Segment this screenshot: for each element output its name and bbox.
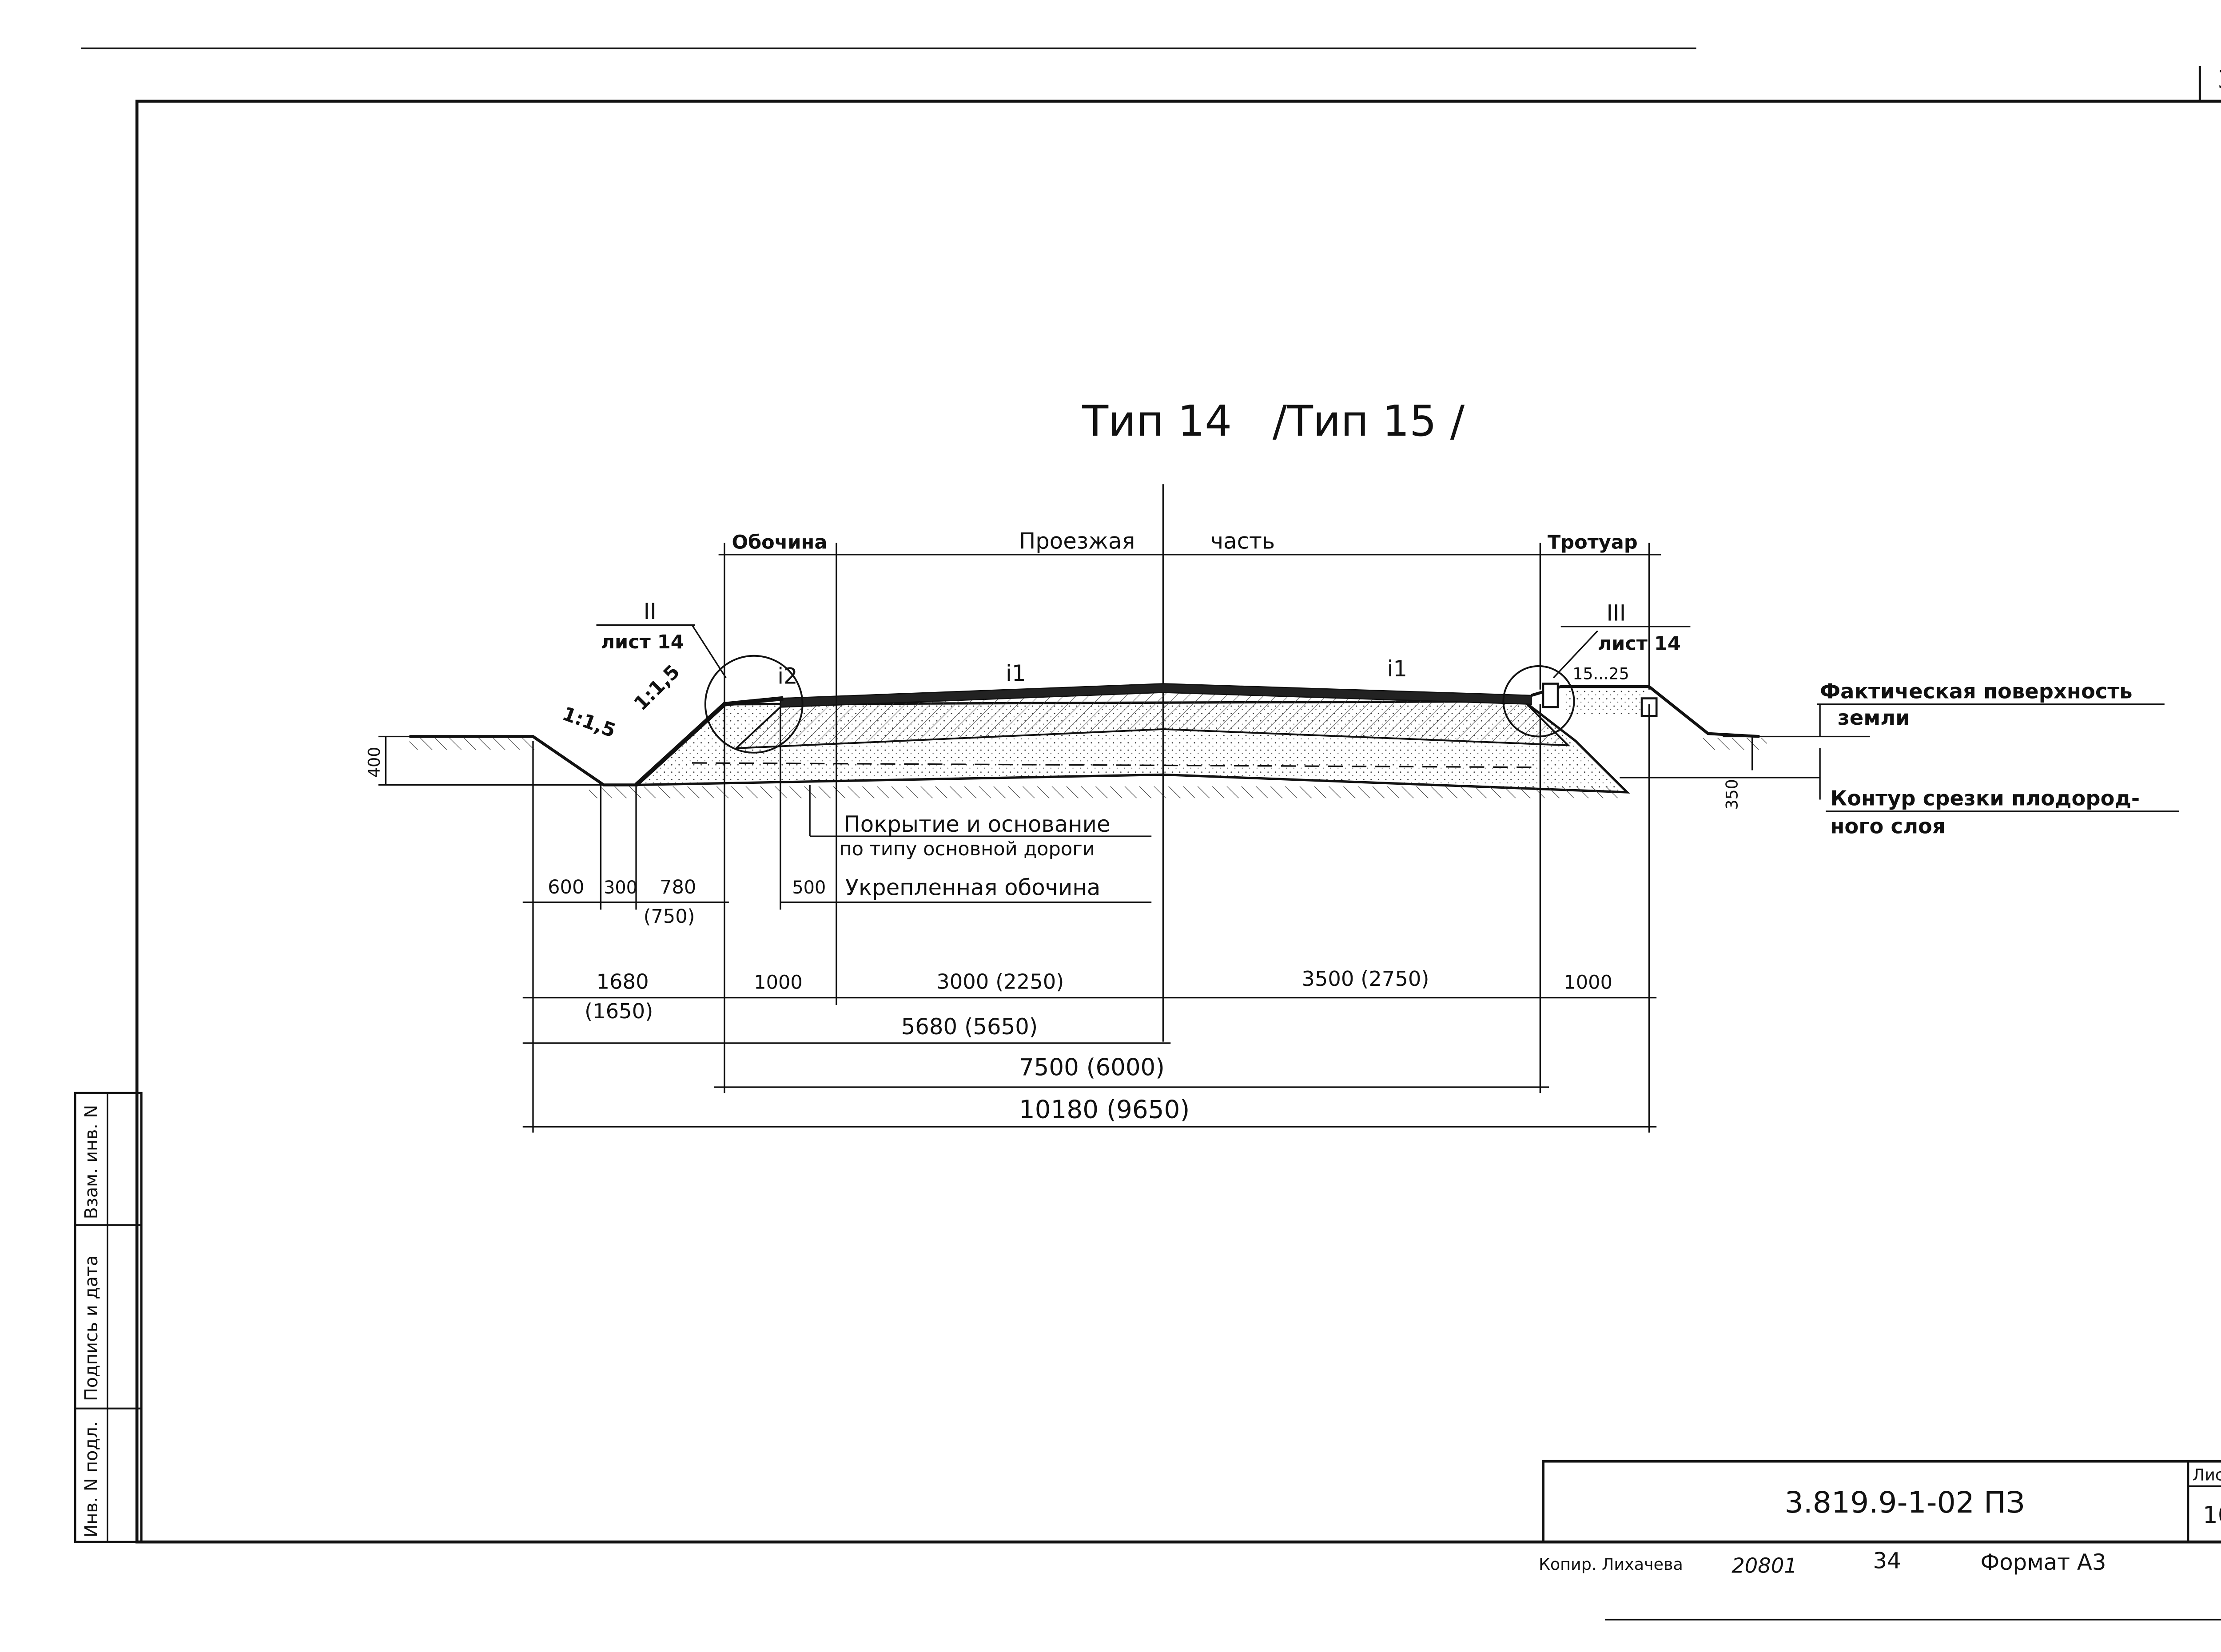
dim-1680: 1680 — [597, 970, 649, 994]
slope-ratio-a: 1:1,5 — [559, 703, 618, 742]
dim-400-group: 400 — [365, 735, 604, 786]
drawing-title: Тип 14 /Тип 15 / — [1082, 396, 1465, 446]
dim-1650: (1650) — [585, 999, 653, 1023]
note-cut-2: ного слоя — [1830, 814, 1945, 838]
dim-780: 780 — [660, 876, 696, 898]
sidewalk-fill — [1564, 689, 1646, 716]
order-number: 20801 — [1731, 1554, 1797, 1578]
dimension-chains: 600 300 780 (750) 500 1680 (1650) 1000 3… — [522, 698, 1657, 1133]
dim-750: (750) — [644, 905, 695, 928]
dim-350: 350 — [1722, 779, 1741, 810]
stamp-inv-original: Инв. N подл. — [81, 1421, 102, 1537]
note-reinforced-shoulder: Укрепленная обочина — [845, 874, 1101, 900]
note-pavement-1: Покрытие и основание — [844, 811, 1110, 837]
cross-section — [409, 655, 1870, 798]
dim-3500: 3500 (2750) — [1302, 967, 1429, 991]
detail-circle-left — [704, 655, 804, 754]
dim-5680: 5680 (5650) — [901, 1014, 1038, 1040]
slope-i1-left: i1 — [1006, 660, 1026, 686]
page-corner-number: 33 — [2217, 65, 2221, 94]
dim-500: 500 — [792, 878, 826, 898]
note-pavement-2: по типу основной дороги — [839, 838, 1095, 860]
stamp-replacement-inv: Взам. инв. N — [81, 1105, 102, 1219]
callout-left-roman: II — [644, 599, 657, 624]
detail-circle-right — [1502, 665, 1575, 738]
label-carriageway-1: Проезжая — [1019, 528, 1135, 554]
title-block: 3.819.9-1-02 ПЗ Лист 10 Копир. Лихачева … — [1539, 1460, 2221, 1578]
dim-1000-right: 1000 — [1564, 972, 1612, 994]
page-number: 34 — [1873, 1548, 1901, 1574]
note-surface-1: Фактическая поверхность — [1820, 679, 2132, 703]
sheet-number: 10 — [2203, 1501, 2221, 1529]
dim-3000: 3000 (2250) — [936, 970, 1064, 994]
callout-left-sheet: лист 14 — [601, 631, 684, 653]
callout-right-sheet: лист 14 — [1598, 633, 1681, 655]
copied-by: Копир. Лихачева — [1539, 1555, 1683, 1574]
zone-dimensions: Обочина Проезжая часть Тротуар — [718, 528, 1661, 704]
side-stamp: Инв. N подл. Подпись и дата Взам. инв. N — [74, 1092, 143, 1543]
dim-1000-left: 1000 — [754, 972, 803, 994]
label-carriageway-2: часть — [1210, 528, 1275, 554]
sheet-label: Лист — [2193, 1465, 2221, 1485]
ground-hatch-right — [1700, 738, 1767, 750]
ground-hatch-left — [409, 738, 535, 750]
right-notes: Фактическая поверхность земли Контур сре… — [1620, 679, 2179, 838]
label-sidewalk: Тротуар — [1548, 532, 1638, 554]
callout-right-roman: III — [1606, 600, 1626, 626]
dim-600: 600 — [548, 876, 584, 898]
curb-dims: 15...25 — [1572, 664, 1629, 683]
slope-ratio-b: 1:1,5 — [630, 661, 685, 715]
dim-10180: 10180 (9650) — [1019, 1096, 1190, 1124]
pavement-notes: Покрытие и основание по типу основной до… — [780, 785, 1152, 903]
ground-hatch-bottom — [589, 786, 1620, 798]
curb-left — [1542, 683, 1559, 708]
doc-code: 3.819.9-1-02 ПЗ — [1785, 1485, 2025, 1520]
slope-i2: i2 — [777, 663, 797, 689]
label-shoulder: Обочина — [732, 532, 827, 554]
note-surface-2: земли — [1838, 706, 1910, 730]
dim-400: 400 — [365, 747, 384, 778]
callouts: II лист 14 III лист 14 15...25 — [596, 599, 1691, 683]
note-cut-1: Контур срезки плодород- — [1830, 786, 2140, 810]
sheet-frame: 33 — [81, 48, 2221, 1620]
slope-i1-right: i1 — [1387, 656, 1407, 682]
dim-300: 300 — [604, 878, 637, 898]
dim-7500: 7500 (6000) — [1019, 1054, 1165, 1081]
format-label: Формат А3 — [1980, 1549, 2106, 1575]
ground-left — [409, 735, 637, 786]
stamp-signature-date: Подпись и дата — [81, 1255, 102, 1401]
